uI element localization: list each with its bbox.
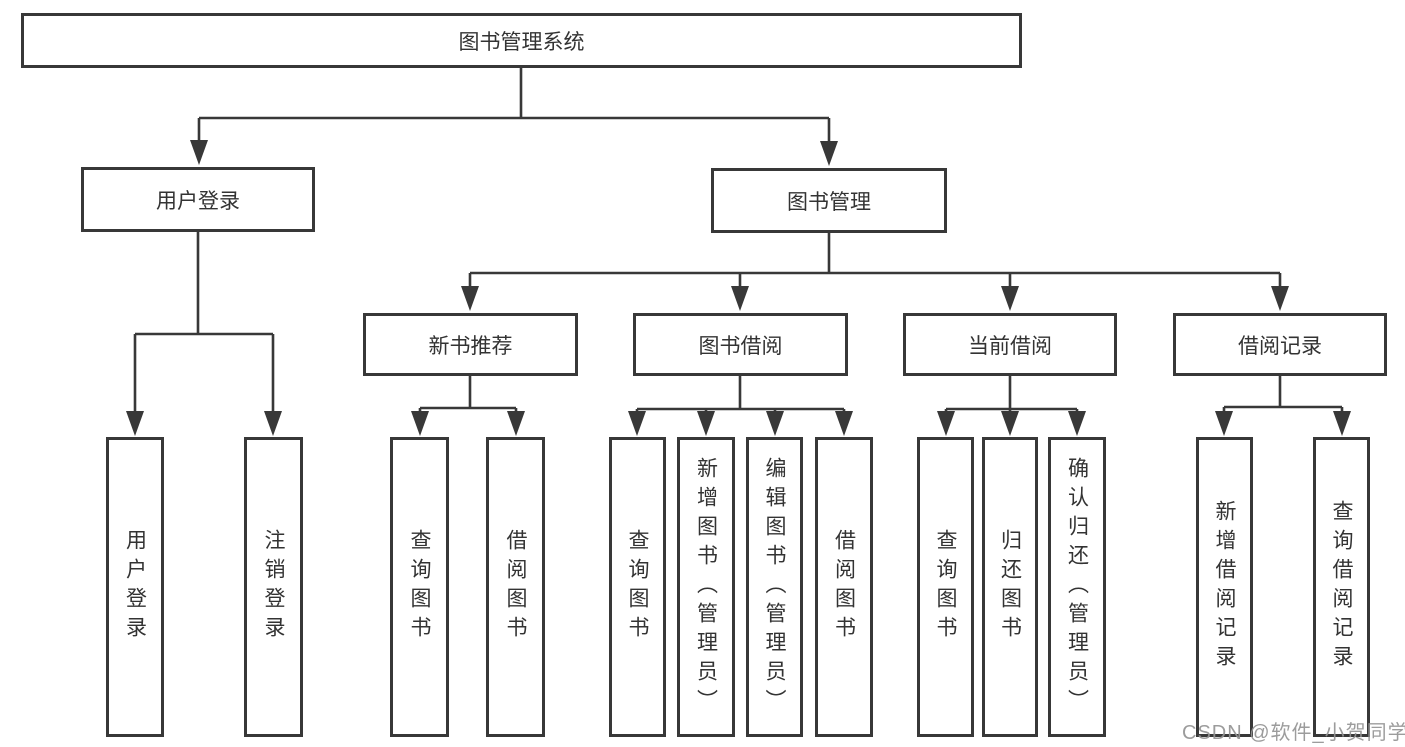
arrowhead xyxy=(461,286,479,311)
leaf-borrow-books-recommend: 借阅图书 xyxy=(486,437,545,737)
connector-bookmgmt-to-level3 xyxy=(468,233,1282,293)
node-new-book-recommend: 新书推荐 xyxy=(363,313,578,376)
arrowhead xyxy=(1271,286,1289,311)
node-label: 用户登录 xyxy=(156,189,240,213)
node-label: 借阅图书 xyxy=(504,529,527,645)
leaf-user-login: 用户登录 xyxy=(106,437,164,737)
arrowhead xyxy=(1068,411,1086,436)
node-label: 查询图书 xyxy=(408,529,431,645)
arrowhead xyxy=(507,411,525,436)
leaf-query-books-borrow: 查询图书 xyxy=(609,437,666,737)
arrowhead xyxy=(1001,411,1019,436)
node-label: 用户登录 xyxy=(123,529,147,645)
node-label: 图书管理系统 xyxy=(458,30,585,54)
connector-newbooks-to-leaves xyxy=(418,376,518,418)
node-label: 借阅图书 xyxy=(832,529,856,645)
node-borrow-records: 借阅记录 xyxy=(1173,313,1387,376)
node-label: 编辑图书（管理员） xyxy=(763,456,786,718)
node-user-login: 用户登录 xyxy=(81,167,315,232)
node-current-borrow: 当前借阅 xyxy=(903,313,1117,376)
node-label: 图书借阅 xyxy=(698,334,783,358)
node-label: 归还图书 xyxy=(998,529,1022,645)
node-book-management: 图书管理 xyxy=(711,168,947,233)
arrowhead xyxy=(766,411,784,436)
node-label: 查询图书 xyxy=(626,529,649,645)
arrowhead xyxy=(820,141,838,166)
arrowhead xyxy=(126,411,144,436)
node-label: 新增图书（管理员） xyxy=(694,456,718,718)
connector-borrow-to-leaves xyxy=(635,376,846,418)
leaf-add-borrow-record: 新增借阅记录 xyxy=(1196,437,1253,737)
node-label: 确认归还（管理员） xyxy=(1065,456,1089,718)
node-label: 当前借阅 xyxy=(968,334,1052,358)
leaf-query-books-current: 查询图书 xyxy=(917,437,974,737)
node-label: 新书推荐 xyxy=(428,334,513,358)
arrowhead xyxy=(411,411,429,436)
arrowhead xyxy=(1001,286,1019,311)
leaf-query-borrow-record: 查询借阅记录 xyxy=(1313,437,1370,737)
arrowhead xyxy=(628,411,646,436)
connector-root-to-level2 xyxy=(197,68,831,148)
arrowhead xyxy=(731,286,749,311)
arrowhead xyxy=(697,411,715,436)
connector-records-to-leaves xyxy=(1222,376,1344,418)
leaf-confirm-return-admin: 确认归还（管理员） xyxy=(1048,437,1106,737)
arrowhead xyxy=(937,411,955,436)
arrowhead xyxy=(1215,411,1233,436)
watermark: CSDN @软件_小贺同学 xyxy=(1182,722,1405,744)
connector-userlogin-to-leaves xyxy=(133,232,275,418)
leaf-edit-books-admin: 编辑图书（管理员） xyxy=(746,437,803,737)
node-book-borrow: 图书借阅 xyxy=(633,313,848,376)
arrowhead xyxy=(835,411,853,436)
node-label: 新增借阅记录 xyxy=(1213,500,1236,674)
node-label: 借阅记录 xyxy=(1238,334,1322,358)
leaf-logout: 注销登录 xyxy=(244,437,303,737)
node-label: 查询图书 xyxy=(934,529,957,645)
node-label: 注销登录 xyxy=(262,529,285,645)
arrowhead xyxy=(190,140,208,165)
leaf-borrow-books: 借阅图书 xyxy=(815,437,873,737)
leaf-query-books-recommend: 查询图书 xyxy=(390,437,449,737)
arrowhead xyxy=(1333,411,1351,436)
node-root: 图书管理系统 xyxy=(21,13,1022,68)
arrowhead xyxy=(264,411,282,436)
leaf-add-books-admin: 新增图书（管理员） xyxy=(677,437,735,737)
leaf-return-books: 归还图书 xyxy=(982,437,1038,737)
node-label: 查询借阅记录 xyxy=(1330,500,1353,674)
node-label: 图书管理 xyxy=(787,190,871,214)
